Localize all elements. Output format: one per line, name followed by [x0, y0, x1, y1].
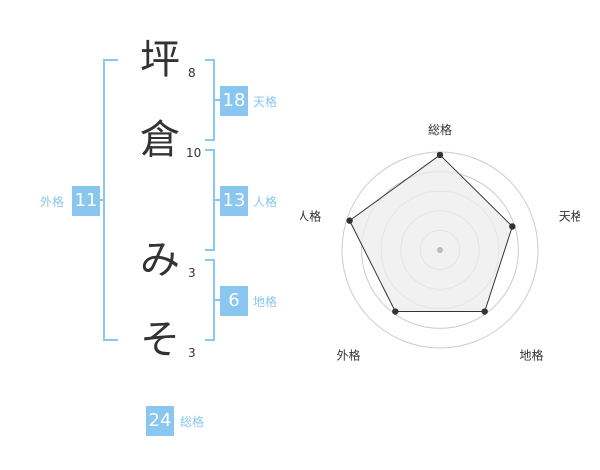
radar-point-3 — [481, 308, 488, 315]
gaikaku-value: 11 — [72, 186, 100, 216]
radar-axis-label-2: 天格 — [559, 209, 580, 224]
tenkaku-label: 天格 — [253, 95, 278, 109]
radar-axis-label-3: 地格 — [519, 347, 543, 362]
radar-point-4 — [392, 308, 399, 315]
soukaku-label: 総格 — [180, 415, 205, 429]
name-char-2: 倉 — [140, 117, 180, 163]
stroke-count-2: 10 — [186, 146, 202, 160]
gaikaku-bracket — [103, 59, 118, 341]
radar-series-polygon — [348, 154, 513, 313]
chikaku-label: 地格 — [253, 295, 278, 309]
chikaku-value: 6 — [220, 286, 248, 316]
tenkaku-value: 18 — [220, 86, 248, 116]
soukaku-value: 24 — [146, 406, 174, 436]
radar-point-5 — [346, 217, 353, 224]
stroke-count-3: 3 — [188, 266, 196, 280]
jinkaku-value: 13 — [220, 186, 248, 216]
chikaku-bracket — [205, 259, 215, 341]
radar-point-1 — [436, 151, 444, 159]
radar-axis-label-4: 外格 — [337, 347, 361, 362]
radar-center-dot — [437, 247, 443, 253]
radar-axis-label-1: 総格 — [428, 122, 452, 137]
stroke-count-1: 8 — [188, 66, 196, 80]
radar-axis-label-5: 人格 — [300, 209, 321, 224]
radar-point-2 — [509, 223, 516, 230]
stroke-count-4: 3 — [188, 346, 196, 360]
name-char-1: 坪 — [140, 37, 180, 83]
name-char-4: そ — [140, 317, 180, 363]
name-char-3: み — [140, 237, 180, 283]
jinkaku-bracket — [205, 149, 215, 251]
tenkaku-bracket — [205, 59, 215, 141]
gaikaku-label: 外格 — [40, 195, 65, 209]
jinkaku-label: 人格 — [253, 195, 278, 209]
